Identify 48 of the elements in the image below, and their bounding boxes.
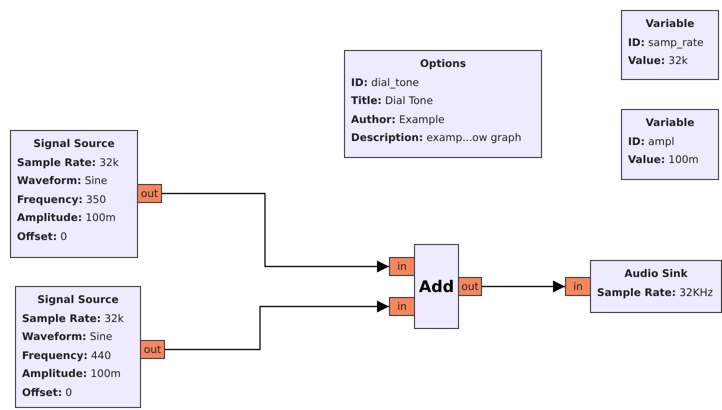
block-title: Variable <box>644 116 696 131</box>
port-tab <box>389 297 415 316</box>
port-tab <box>389 257 415 276</box>
port-label: in <box>397 260 407 272</box>
flowgraph-block <box>10 130 138 258</box>
flowgraph-block <box>15 286 141 408</box>
parameter-text: Sample Rate: 32k <box>17 156 120 170</box>
flowgraph-block <box>344 50 542 158</box>
parameter-text: Sample Rate: 32KHz <box>597 286 714 300</box>
parameter-text: ID: dial_tone <box>351 76 420 90</box>
parameter-text: Sample Rate: 32k <box>22 312 125 326</box>
block-title: Signal Source <box>36 293 120 308</box>
parameter-text: Waveform: Sine <box>22 330 114 345</box>
parameter-text: Value: 100m <box>628 153 700 168</box>
parameter-text: Author: Example <box>351 112 446 128</box>
connection-arrow <box>165 300 389 350</box>
parameter-text: ID: samp_rate <box>628 36 705 50</box>
block-title: Options <box>419 57 467 72</box>
port-tab <box>458 277 482 296</box>
parameter-text: Frequency: 350 <box>17 192 108 208</box>
port-label: in <box>397 300 407 312</box>
parameter-text: Offset: 0 <box>17 230 68 244</box>
connection-arrow <box>482 280 565 292</box>
flowgraph-block <box>621 10 719 80</box>
parameter-text: Title: Dial Tone <box>351 94 434 109</box>
parameter-text: Waveform: Sine <box>17 174 108 189</box>
parameter-text: Offset: 0 <box>22 386 74 400</box>
block-title: Audio Sink <box>623 267 689 282</box>
parameter-text: Amplitude: 100m <box>17 211 117 226</box>
port-label: in <box>573 280 583 292</box>
port-label: out <box>140 188 158 200</box>
port-tab <box>565 277 591 296</box>
parameter-text: Frequency: 440 <box>22 348 112 364</box>
parameter-text: Value: 32k <box>628 54 689 69</box>
parameter-text: Description: examp...ow graph <box>351 131 522 146</box>
flowgraph-block <box>621 109 719 180</box>
parameter-text: ID: ampl <box>628 134 676 150</box>
flowgraph-block <box>414 244 459 329</box>
port-tab <box>137 184 162 203</box>
parameter-text: Amplitude: 100m <box>22 367 122 382</box>
block-title: Signal Source <box>32 137 116 152</box>
port-label: out <box>144 344 162 356</box>
block-title: Add <box>418 277 454 296</box>
port-label: out <box>461 280 479 292</box>
connection-arrow <box>162 192 389 272</box>
block-title: Variable <box>644 17 696 32</box>
port-tab <box>140 340 165 359</box>
flowgraph-block <box>590 260 722 313</box>
